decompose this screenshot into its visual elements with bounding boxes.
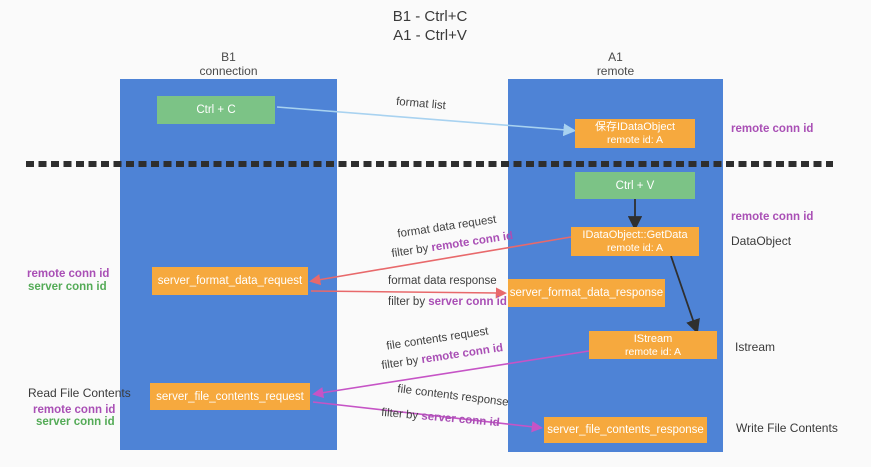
ctrl-v-label: Ctrl + V [615,179,655,192]
annotation-server-conn-id-left-top: server conn id [28,281,107,293]
save-idataobject-line1: 保存IDataObject [594,121,676,133]
annotation-read-file-contents: Read File Contents [28,386,131,400]
diagram-title: B1 - Ctrl+C A1 - Ctrl+V [280,7,580,45]
node-server-format-data-response: server_format_data_response [508,279,665,307]
lane-header-b1: B1 connection [120,50,337,78]
title-line-2: A1 - Ctrl+V [393,27,467,44]
node-server-file-contents-response: server_file_contents_response [544,417,707,443]
getdata-line2: remote id: A [606,242,664,254]
annotation-dataobject: DataObject [731,234,792,248]
format-data-response-arrow [310,287,507,299]
node-server-file-contents-request: server_file_contents_request [150,383,310,410]
lane-a1-role: remote [596,64,635,78]
server-format-data-response-label: server_format_data_response [509,287,664,299]
title-line-1: B1 - Ctrl+C [392,8,468,25]
annotation-remote-conn-id-top-right: remote conn id [731,123,814,135]
annotation-server-conn-id-left-bottom: server conn id [36,416,115,428]
getdata-line1: IDataObject::GetData [582,229,688,241]
server-format-data-request-label: server_format_data_request [157,275,303,287]
format-data-request-arrow [309,236,572,286]
istream-line1: IStream [633,332,673,345]
lane-header-a1: A1 remote [508,50,723,78]
node-ctrl-v: Ctrl + V [575,172,695,199]
annotation-write-file-contents: Write File Contents [736,421,838,435]
annotation-remote-conn-id-mid-right: remote conn id [731,211,814,223]
lane-b1-name: B1 [221,50,236,64]
format-data-response-filter-label: filter by server conn id [388,296,507,308]
lane-b1-role: connection [199,64,258,78]
node-server-format-data-request: server_format_data_request [152,267,308,295]
filter-by-prefix: filter by [388,296,429,308]
file-contents-response-arrow [312,401,543,433]
node-ctrl-c: Ctrl + C [157,96,275,124]
server-file-contents-request-label: server_file_contents_request [156,390,304,403]
filter-key-server-conn-id: server conn id [428,296,507,308]
format-data-response-label: format data response [388,275,497,287]
annotation-remote-conn-id-left-bottom: remote conn id [33,404,116,416]
save-idataobject-line2: remote id: A [606,134,664,146]
node-save-idataobject: 保存IDataObject remote id: A [575,119,695,148]
ctrl-c-label: Ctrl + C [196,104,236,116]
node-istream: IStream remote id: A [589,331,717,359]
file-contents-request-arrow [312,350,590,399]
getdata-to-istream-arrow [670,255,700,334]
lane-a1-name: A1 [608,50,623,64]
format-list-arrow [276,106,577,137]
annotation-istream: Istream [735,340,776,354]
annotation-remote-conn-id-left-top: remote conn id [27,268,110,280]
node-idataobject-getdata: IDataObject::GetData remote id: A [571,227,699,256]
istream-line2: remote id: A [624,345,682,358]
server-file-contents-response-label: server_file_contents_response [547,424,704,436]
